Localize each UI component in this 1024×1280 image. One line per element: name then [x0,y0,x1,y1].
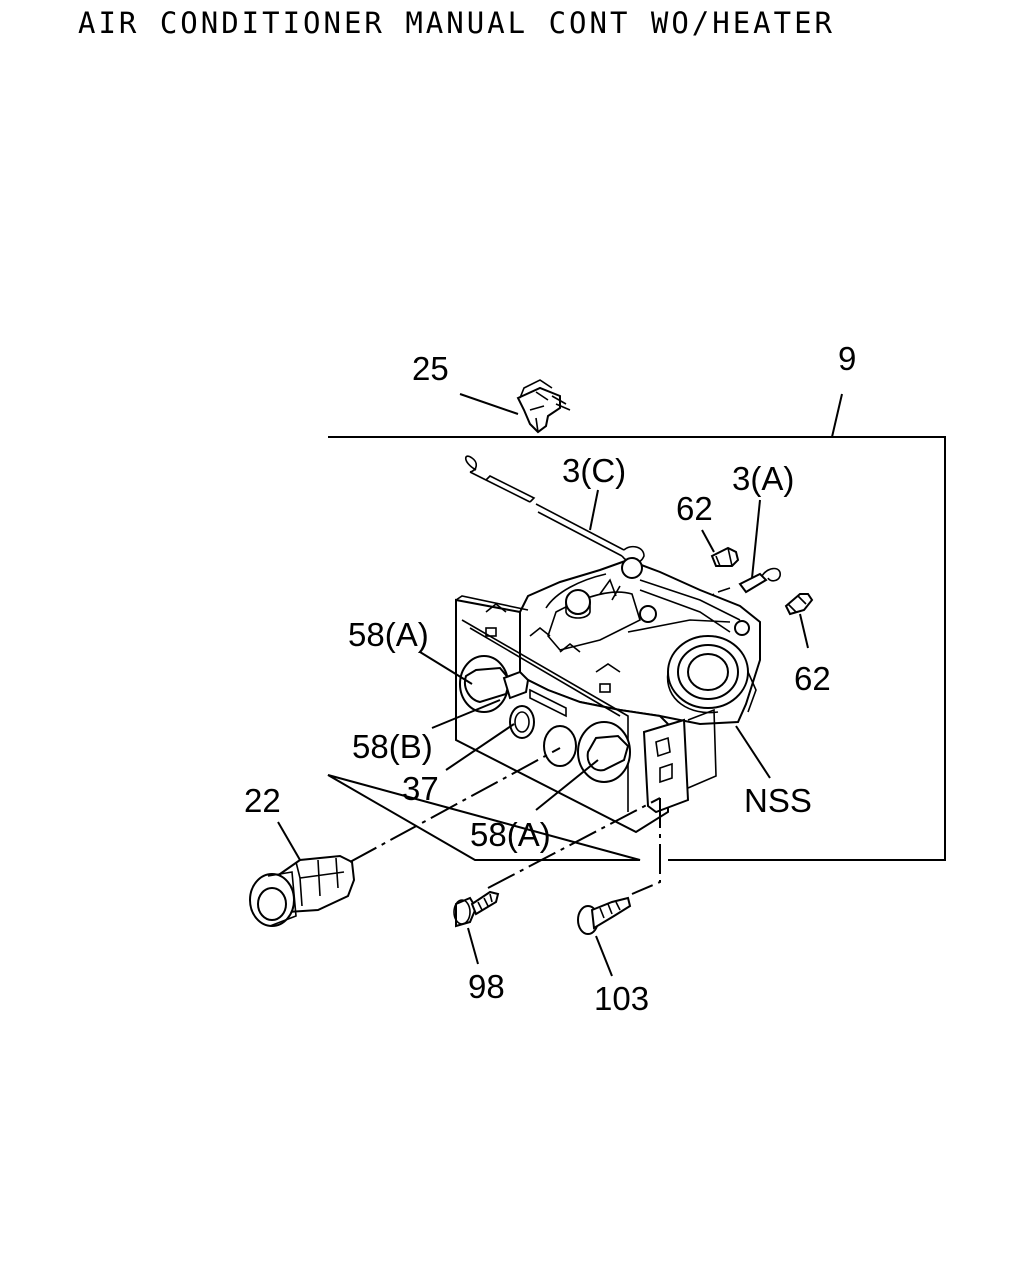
callout-9: 9 [838,340,856,377]
part-3c-cable [464,455,645,564]
assembly-boundary [327,436,946,861]
callout-3c: 3(C) [562,452,626,489]
callout-25: 25 [412,350,449,387]
callout-37: 37 [402,770,439,807]
callout-62-top: 62 [676,490,713,527]
callout-3a: 3(A) [732,460,794,497]
callout-nss: NSS [744,782,812,819]
part-103-screw [577,896,632,935]
part-25-clip [516,379,571,434]
callout-58a-top: 58(A) [348,616,429,653]
diagram-title: AIR CONDITIONER MANUAL CONT WO/HEATER [78,6,836,40]
part-22-switch [249,854,356,927]
callout-22: 22 [244,782,281,819]
part-98-screw [453,890,500,928]
part-62-pin-top [710,546,740,567]
leader-lines [277,393,843,977]
callout-58b: 58(B) [352,728,433,765]
part-9-control-body [455,557,761,834]
callout-98: 98 [468,968,505,1005]
callout-58a-bottom: 58(A) [470,816,551,853]
callout-62-right: 62 [794,660,831,697]
alignment-lines [349,747,661,895]
part-62-pin-right [784,593,814,616]
part-3a-cable [703,567,781,601]
callout-103: 103 [594,980,649,1017]
